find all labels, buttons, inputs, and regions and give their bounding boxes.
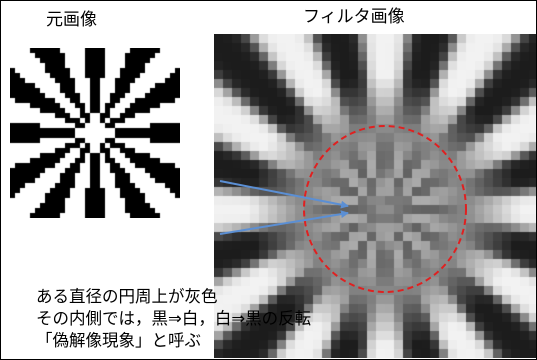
caption-line-1: ある直径の円周上が灰色 [36, 287, 218, 306]
original-image-title: 元画像 [46, 10, 97, 30]
filtered-image-title: フィルタ画像 [303, 7, 405, 27]
original-siemens-star-image [10, 48, 180, 218]
caption-line-2: その内側では，黒⇒白，白⇒黒の反転 [36, 309, 312, 328]
caption-line-3: 「偽解像現象」と呼ぶ [36, 331, 201, 350]
